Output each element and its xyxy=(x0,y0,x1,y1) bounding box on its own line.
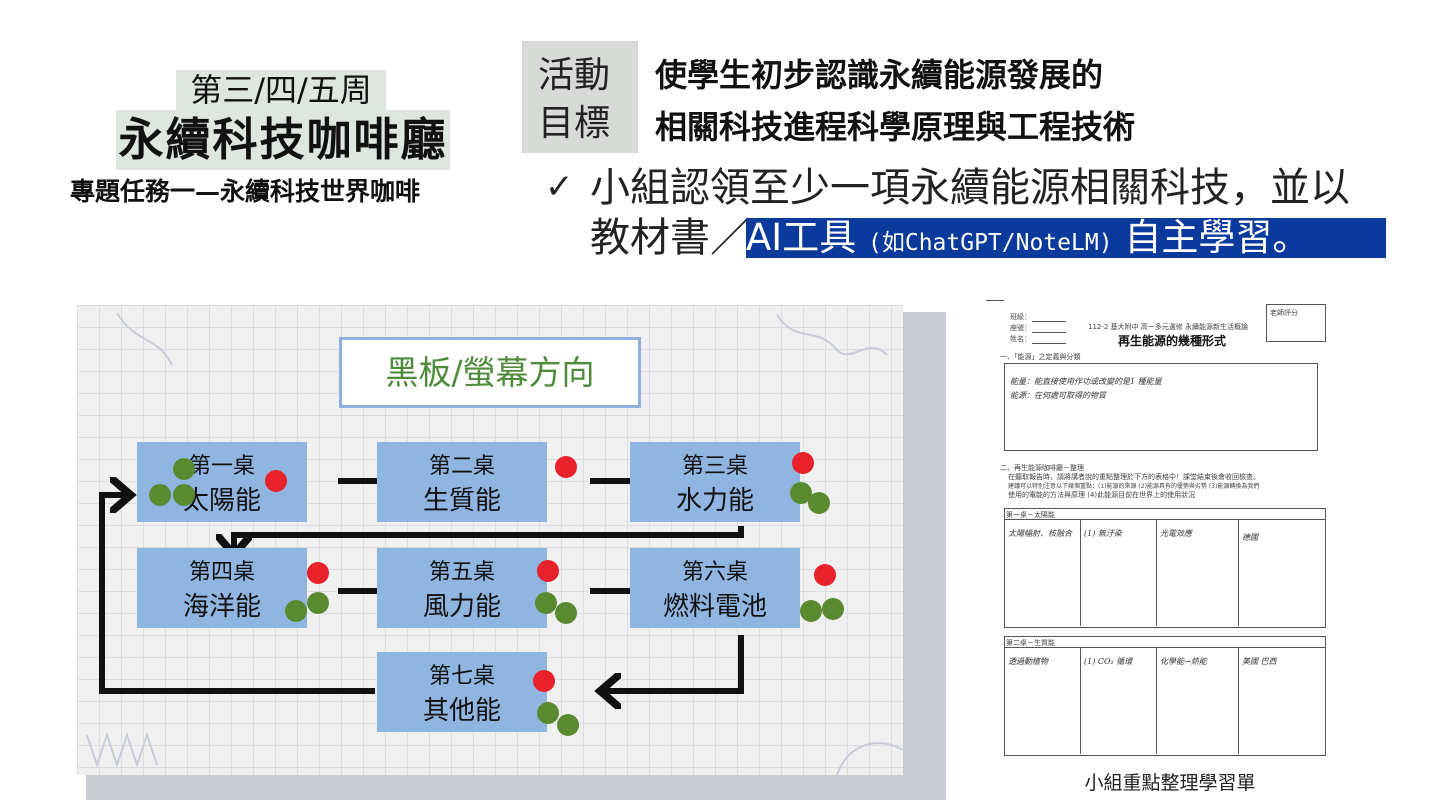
red-dot xyxy=(792,452,814,474)
seating-chart-panel: 黑板/螢幕方向 第一桌 太陽能 第二桌 生質能 第三桌 水力能 xyxy=(77,305,903,775)
green-dot xyxy=(173,458,195,480)
green-dot xyxy=(173,484,195,506)
worksheet-section1: 一、「能源」之定義與分類 xyxy=(1000,352,1081,362)
objective-line1: 使學生初步認識永續能源發展的 xyxy=(655,54,1103,96)
green-dot xyxy=(535,592,557,614)
desk-2: 第二桌 生質能 xyxy=(377,442,547,522)
red-dot xyxy=(533,670,555,692)
worksheet-header-line: 112-2 基大附中 高一多元選修 永續能源新生活概論 xyxy=(1088,322,1248,332)
field-line xyxy=(1032,321,1066,322)
table-line xyxy=(1156,519,1157,626)
handwriting-line: (1) CO₂ 循環 xyxy=(1084,656,1132,667)
green-dot xyxy=(555,602,577,624)
worksheet-section2-line3: 使用的電能的方法與原理 (4)此能源目前在世界上的使用狀況 xyxy=(1008,490,1195,500)
desk-6-energy: 燃料電池 xyxy=(630,586,800,623)
green-dot xyxy=(808,492,830,514)
table-line xyxy=(1156,647,1157,754)
goal-label-line2: 目標 xyxy=(538,104,638,144)
desk-3: 第三桌 水力能 xyxy=(630,442,800,522)
desk-4: 第四桌 海洋能 xyxy=(137,548,307,628)
handwriting-line: 光電效應 xyxy=(1160,528,1192,539)
field-line xyxy=(1032,332,1066,333)
worksheet-section2-line2: 建議可以特別注意以下幾個重點：(1)能源的來源 (2)能源具有的優勢與劣勢 (3… xyxy=(1008,481,1259,490)
handwriting-line: 太陽幅射、核融合 xyxy=(1008,528,1072,539)
green-dot xyxy=(285,600,307,622)
scan-mark xyxy=(986,300,1004,301)
desk-3-energy: 水力能 xyxy=(630,480,800,517)
highlight-ai-tools: AI工具 xyxy=(746,218,856,258)
desk-4-table: 第四桌 xyxy=(137,554,307,586)
green-dot xyxy=(537,702,559,724)
table-line xyxy=(1004,647,1325,648)
arrow-6-to-7 xyxy=(602,635,741,691)
highlight-tool-examples: (如ChatGPT/NoteLM) xyxy=(868,230,1113,256)
table-line xyxy=(1004,519,1325,520)
green-dot xyxy=(822,598,844,620)
worksheet-field-name: 姓名： xyxy=(1010,334,1031,344)
desk-4-energy: 海洋能 xyxy=(137,586,307,623)
red-dot xyxy=(814,564,836,586)
description-line1: 小組認領至少一項永續能源相關科技，並以 xyxy=(590,163,1350,213)
green-dot xyxy=(800,600,822,622)
green-dot xyxy=(557,714,579,736)
desk-5-table: 第五桌 xyxy=(377,554,547,586)
handwriting-line: 美國 巴西 xyxy=(1242,656,1277,667)
desk-1: 第一桌 太陽能 xyxy=(137,442,307,522)
field-line xyxy=(1032,343,1066,344)
table-line xyxy=(1080,519,1081,626)
desk-2-table: 第二桌 xyxy=(377,448,547,480)
desk-5-energy: 風力能 xyxy=(377,586,547,623)
desk-7: 第七桌 其他能 xyxy=(377,652,547,732)
red-dot xyxy=(555,456,577,478)
teacher-score-label: 老師評分 xyxy=(1270,308,1298,318)
week-label: 第三/四/五周 xyxy=(176,70,386,110)
check-icon: ✓ xyxy=(545,165,574,209)
red-dot xyxy=(537,560,559,582)
table-line xyxy=(1238,519,1239,626)
objective-line2: 相關科技進程科學原理與工程技術 xyxy=(655,106,1135,148)
handwriting-line: (1) 無汙染 xyxy=(1084,528,1122,539)
red-dot xyxy=(265,470,287,492)
handwriting-line: 透過動植物 xyxy=(1008,656,1048,667)
green-dot xyxy=(149,484,171,506)
handwriting-line: 化學能→熱能 xyxy=(1160,656,1207,667)
task-subtitle: 專題任務一—永續科技世界咖啡 xyxy=(70,172,500,212)
desk-3-table: 第三桌 xyxy=(630,448,800,480)
highlight-self-learning: 自主學習。 xyxy=(1124,218,1309,258)
handwriting-line: 德國 xyxy=(1242,532,1258,543)
green-dot xyxy=(307,592,329,614)
desk-5: 第五桌 風力能 xyxy=(377,548,547,628)
worksheet-field-seat: 座號： xyxy=(1010,323,1031,333)
worksheet-field-class: 班級： xyxy=(1010,312,1031,322)
description-line2-prefix: 教材書／ xyxy=(590,213,750,263)
table-line xyxy=(1238,647,1239,754)
handwriting-line: 能量：能直接使用作功或改變的是1 種能量 xyxy=(1010,376,1162,387)
worksheet-image: 班級： 座號： 姓名： 112-2 基大附中 高一多元選修 永續能源新生活概論 … xyxy=(980,290,1340,760)
table2-box xyxy=(1004,636,1326,756)
desk-6: 第六桌 燃料電池 xyxy=(630,548,800,628)
desk-2-energy: 生質能 xyxy=(377,480,547,517)
description-highlight: AI工具 (如ChatGPT/NoteLM) 自主學習。 xyxy=(746,218,1386,258)
red-dot xyxy=(307,562,329,584)
desk-7-energy: 其他能 xyxy=(377,690,547,727)
desk-6-table: 第六桌 xyxy=(630,554,800,586)
desk-7-table: 第七桌 xyxy=(377,658,547,690)
worksheet-title: 再生能源的幾種形式 xyxy=(1118,332,1226,349)
worksheet-caption: 小組重點整理學習單 xyxy=(1030,768,1310,795)
course-title: 永續科技咖啡廳 xyxy=(116,110,450,170)
goal-label-line1: 活動 xyxy=(538,56,638,96)
table-line xyxy=(1080,647,1081,754)
handwriting-line: 能源：在何處可取得的物質 xyxy=(1010,390,1106,401)
table1-box xyxy=(1004,508,1326,628)
